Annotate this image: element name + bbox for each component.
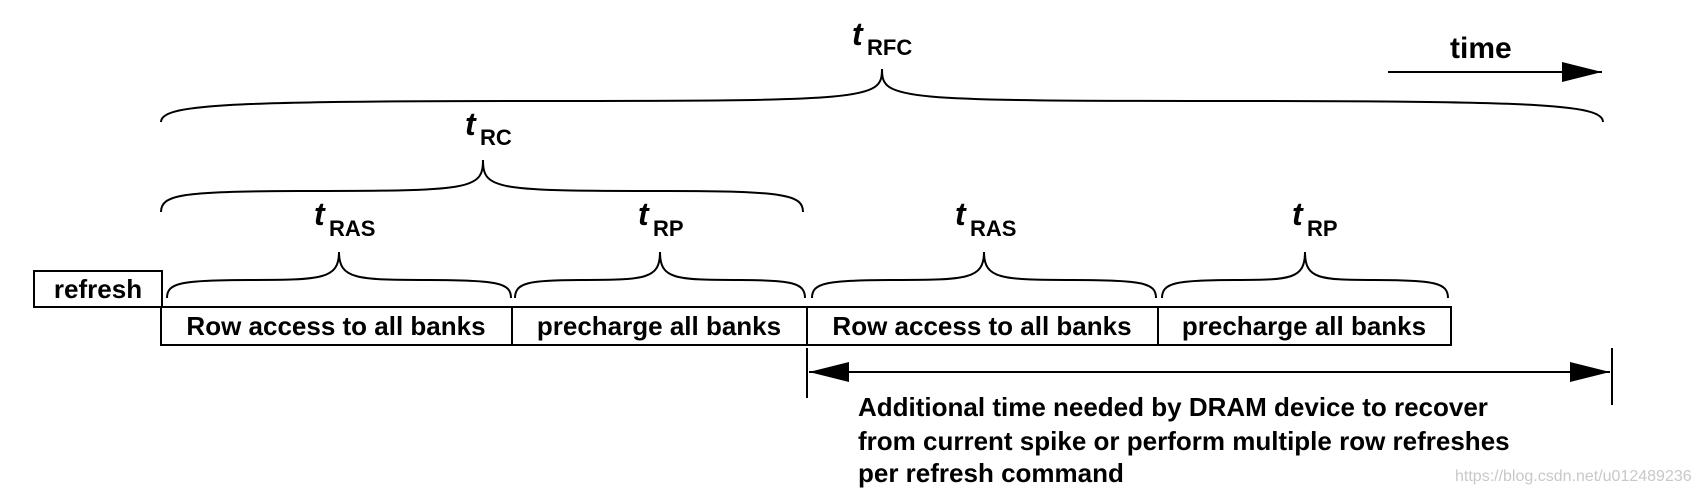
label-trp-2: t RP [1292, 196, 1338, 241]
note-line-2: from current spike or perform multiple r… [858, 426, 1510, 456]
brace-tras-1 [166, 251, 512, 299]
time-label: time [1450, 32, 1512, 65]
segment-box-row-access-1 [160, 306, 513, 346]
segment-label-precharge-1: precharge all banks [537, 311, 781, 341]
label-trp-2-t: t [1292, 196, 1304, 232]
label-trc-t: t [465, 106, 477, 142]
segment-label-precharge-2: precharge all banks [1182, 311, 1426, 341]
brace-trc [160, 159, 804, 213]
watermark-text: https://blog.csdn.net/u012489236 [1455, 468, 1692, 485]
label-trfc: t RFC [852, 16, 912, 60]
segment-box-precharge-2 [1157, 306, 1452, 346]
brace-tras-2 [811, 251, 1157, 299]
segment-label-row-access-2: Row access to all banks [832, 311, 1131, 341]
refresh-box [33, 270, 163, 308]
label-trfc-t: t [852, 16, 864, 52]
label-trp-1: t RP [638, 196, 684, 241]
note-line-1: Additional time needed by DRAM device to… [858, 392, 1488, 422]
label-tras-2: t RAS [955, 196, 1016, 241]
segment-box-precharge-1 [511, 306, 808, 346]
label-trp-2-sub: RP [1307, 216, 1338, 241]
additional-time-note: Additional time needed by DRAM device to… [858, 392, 1510, 488]
brace-trp-1 [514, 251, 806, 299]
label-trp-1-t: t [638, 196, 650, 232]
label-trp-1-sub: RP [653, 216, 684, 241]
note-line-3: per refresh command [858, 458, 1124, 488]
brace-trp-2 [1161, 251, 1449, 299]
segment-label-row-access-1: Row access to all banks [186, 311, 485, 341]
label-trc-sub: RC [480, 125, 512, 150]
label-tras-1-sub: RAS [329, 216, 375, 241]
label-trc: t RC [465, 106, 512, 150]
brace-trfc [160, 68, 1604, 123]
refresh-command: refresh [33, 270, 163, 308]
label-tras-2-t: t [955, 196, 967, 232]
refresh-label: refresh [54, 274, 142, 304]
label-tras-1-t: t [314, 196, 326, 232]
segment-row: Row access to all banks precharge all ba… [160, 306, 1452, 346]
label-tras-2-sub: RAS [970, 216, 1016, 241]
label-trfc-sub: RFC [867, 35, 912, 60]
label-tras-1: t RAS [314, 196, 375, 241]
time-axis-indicator: time [1388, 32, 1602, 82]
additional-time-span [806, 348, 1613, 405]
